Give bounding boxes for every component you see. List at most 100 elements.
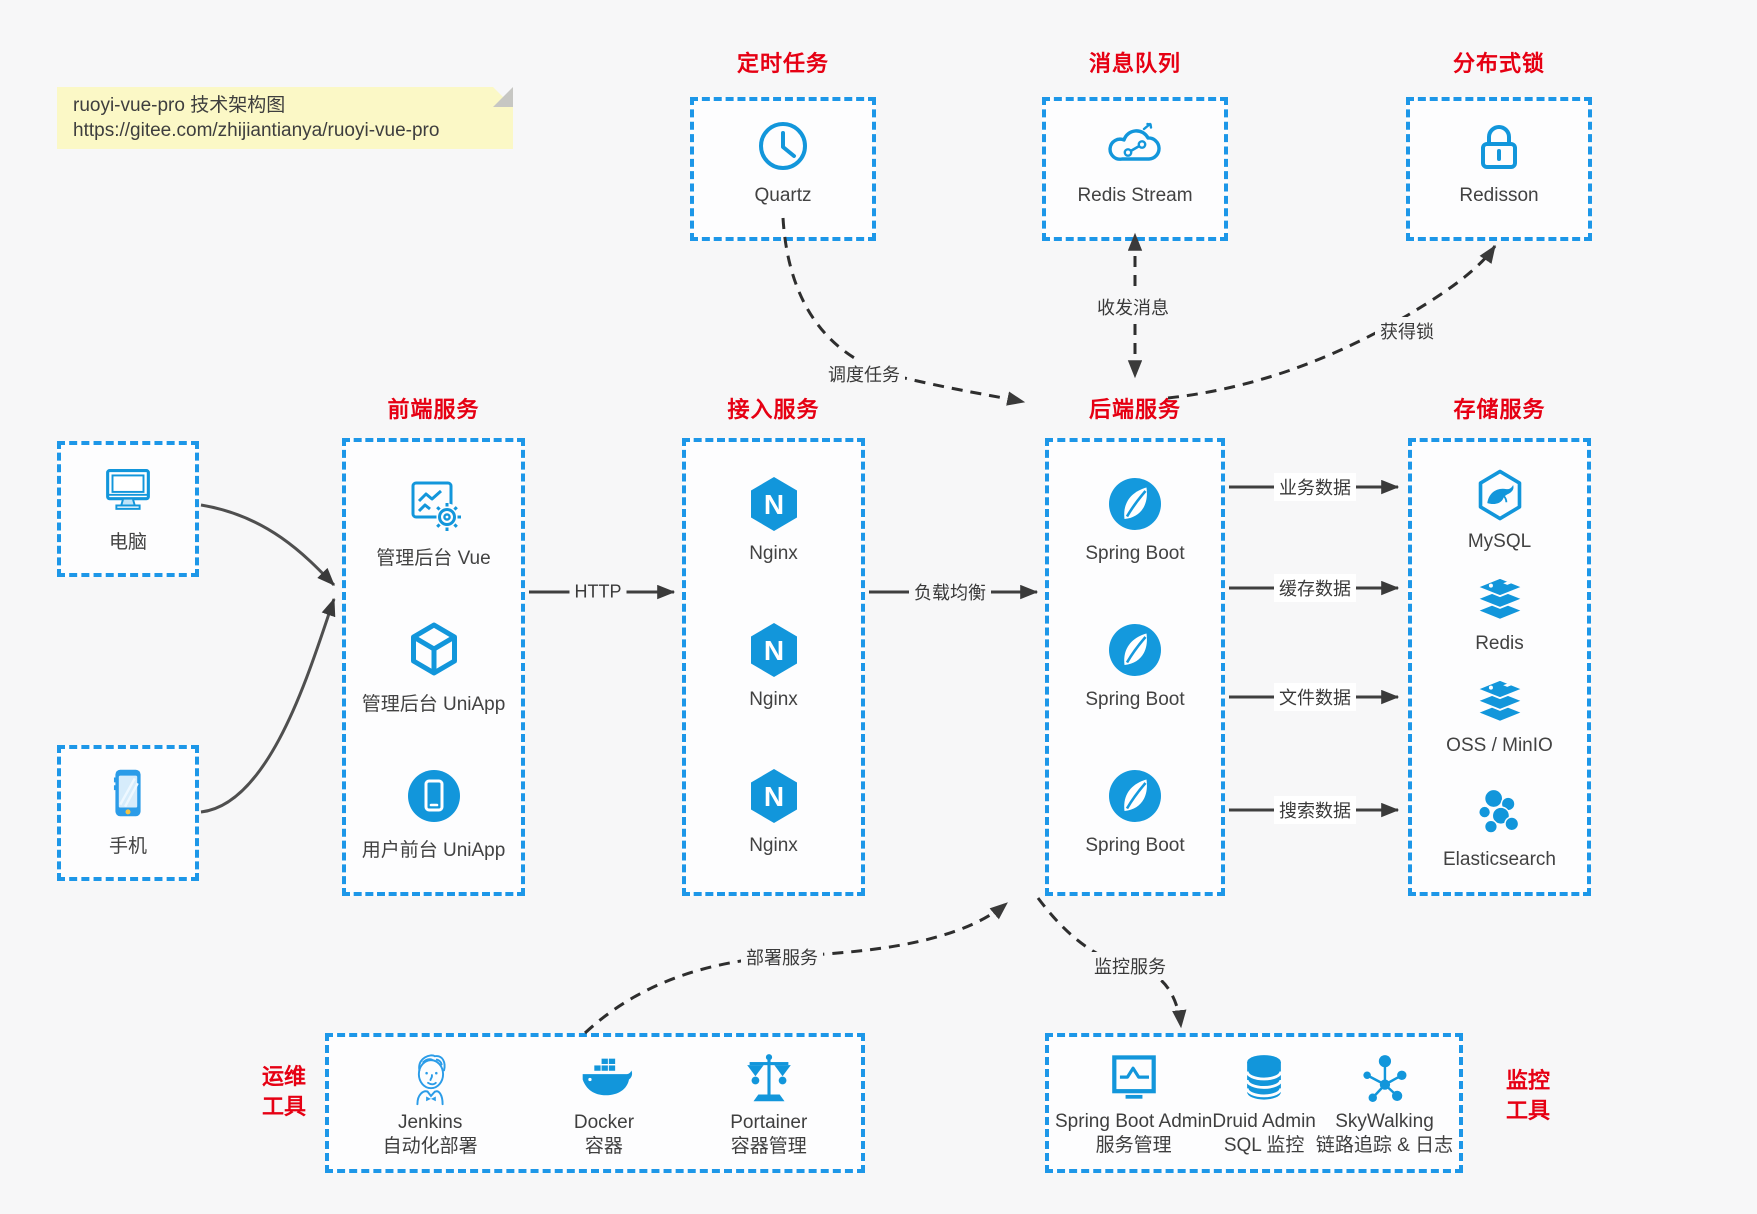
edge-label-load-balance: 负载均衡 [909, 578, 991, 606]
node-label: 管理后台 UniApp [361, 694, 506, 715]
storage-box: MySQL Redis [1408, 438, 1591, 896]
node-label: 手机 [108, 836, 147, 857]
note-folded-corner [493, 87, 513, 107]
jenkins-icon [399, 1048, 461, 1110]
nginx-icon: N [742, 764, 806, 828]
frontend-admin-uniapp: 管理后台 UniApp [346, 618, 521, 716]
backend-springboot-3: Spring Boot [1049, 764, 1221, 857]
tool-label: Spring Boot Admin [1055, 1111, 1213, 1132]
tool-label: Jenkins [397, 1112, 463, 1133]
storage-mysql: MySQL [1412, 466, 1587, 553]
gateway-nginx-2: N Nginx [686, 618, 861, 711]
storage-elasticsearch: Elasticsearch [1412, 784, 1587, 871]
node-label: 管理后台 Vue [376, 548, 491, 569]
node-label: MySQL [1467, 531, 1532, 552]
user-app-icon [402, 764, 466, 828]
redisson-box: Redisson [1406, 97, 1592, 241]
tool-skywalking: SkyWalking 链路追踪 & 日志 [1316, 1049, 1453, 1157]
skywalking-icon [1354, 1049, 1414, 1109]
edge-label-business-data: 业务数据 [1274, 473, 1356, 501]
tool-sublabel: 自动化部署 [382, 1136, 478, 1157]
ops-tools-label: 运维 工具 [261, 1064, 306, 1119]
spring-boot-icon [1103, 618, 1167, 682]
node-label: Nginx [749, 835, 798, 856]
node-label: Spring Boot [1085, 689, 1185, 710]
tool-jenkins: Jenkins 自动化部署 [383, 1048, 478, 1158]
nginx-icon: N [742, 618, 806, 682]
cloud-network-icon [1103, 114, 1167, 178]
ops-tools-box: Jenkins 自动化部署 Docker 容器 [325, 1033, 865, 1173]
sticky-note: ruoyi-vue-pro 技术架构图 https://gitee.com/zh… [57, 87, 513, 149]
node-label: Elasticsearch [1443, 849, 1556, 870]
druid-icon [1234, 1049, 1294, 1109]
backend-box: Spring Boot Spring Boot Spring Boot [1045, 438, 1225, 896]
desktop-icon [97, 458, 159, 520]
frontend-admin-vue: 管理后台 Vue [346, 472, 521, 570]
storage-redis: Redis [1412, 568, 1587, 655]
quartz-box: Quartz [690, 97, 876, 241]
group-title-distributed-lock: 分布式锁 [1452, 51, 1545, 76]
frontend-box: 管理后台 Vue 管理后台 UniApp 用户前台 UniApp [342, 438, 525, 896]
docker-icon [573, 1048, 635, 1110]
edge-label-monitor-service: 监控服务 [1089, 952, 1171, 980]
edge-label-http: HTTP [569, 580, 627, 604]
edge-label-file-data: 文件数据 [1274, 683, 1356, 711]
phone-box: 手机 [57, 745, 199, 881]
tool-portainer: Portainer 容器管理 [730, 1048, 807, 1158]
edge-label-search-data: 搜索数据 [1274, 796, 1356, 824]
redis-stream-box: Redis Stream [1042, 97, 1228, 241]
edge-label-acquire-lock: 获得锁 [1375, 317, 1439, 345]
oss-minio-icon [1471, 670, 1529, 728]
monitor-tools-label: 监控 工具 [1505, 1068, 1550, 1123]
tool-sublabel: 容器 [584, 1136, 623, 1157]
tool-docker: Docker 容器 [573, 1048, 635, 1158]
admin-vue-icon [402, 472, 466, 536]
nginx-icon: N [742, 472, 806, 536]
node-label: OSS / MinIO [1446, 735, 1553, 756]
uniapp-cube-icon [402, 618, 466, 682]
group-title-frontend: 前端服务 [387, 397, 480, 422]
tool-sublabel: SQL 监控 [1223, 1135, 1305, 1156]
node-label: Nginx [749, 689, 798, 710]
gateway-nginx-3: N Nginx [686, 764, 861, 857]
tool-label: Portainer [730, 1112, 808, 1133]
group-title-scheduled-task: 定时任务 [736, 51, 829, 76]
tool-druid: Druid Admin SQL 监控 [1212, 1049, 1316, 1157]
tool-spring-boot-admin: Spring Boot Admin 服务管理 [1055, 1049, 1212, 1157]
spring-boot-admin-icon [1104, 1049, 1164, 1109]
node-label: Spring Boot [1085, 543, 1185, 564]
node-label: 用户前台 UniApp [361, 840, 506, 861]
tool-sublabel: 容器管理 [730, 1136, 807, 1157]
svg-text:N: N [763, 489, 783, 520]
elasticsearch-icon [1471, 784, 1529, 842]
node-label: Redisson [1459, 185, 1539, 206]
svg-text:N: N [763, 635, 783, 666]
mysql-icon [1471, 466, 1529, 524]
group-title-message-queue: 消息队列 [1088, 51, 1181, 76]
storage-oss-minio: OSS / MinIO [1412, 670, 1587, 757]
node-label: Redis [1475, 633, 1524, 654]
portainer-icon [738, 1048, 800, 1110]
node-label: Quartz [754, 185, 812, 206]
node-label: 电脑 [108, 532, 147, 553]
svg-text:N: N [763, 781, 783, 812]
backend-springboot-2: Spring Boot [1049, 618, 1221, 711]
note-url: https://gitee.com/zhijiantianya/ruoyi-vu… [73, 120, 440, 141]
gateway-nginx-1: N Nginx [686, 472, 861, 565]
note-title: ruoyi-vue-pro 技术架构图 [73, 95, 286, 116]
tool-sublabel: 链路追踪 & 日志 [1315, 1135, 1454, 1156]
redis-icon [1471, 568, 1529, 626]
backend-springboot-1: Spring Boot [1049, 472, 1221, 565]
group-title-gateway: 接入服务 [727, 397, 820, 422]
tool-label: SkyWalking [1335, 1111, 1434, 1132]
smartphone-icon [97, 762, 159, 824]
lock-icon [1467, 114, 1531, 178]
tool-sublabel: 服务管理 [1095, 1135, 1172, 1156]
spring-boot-icon [1103, 472, 1167, 536]
tool-label: Docker [573, 1112, 635, 1133]
gateway-box: N Nginx N Nginx N Nginx [682, 438, 865, 896]
node-label: Redis Stream [1077, 185, 1193, 206]
node-label: Spring Boot [1085, 835, 1185, 856]
computer-box: 电脑 [57, 441, 199, 577]
